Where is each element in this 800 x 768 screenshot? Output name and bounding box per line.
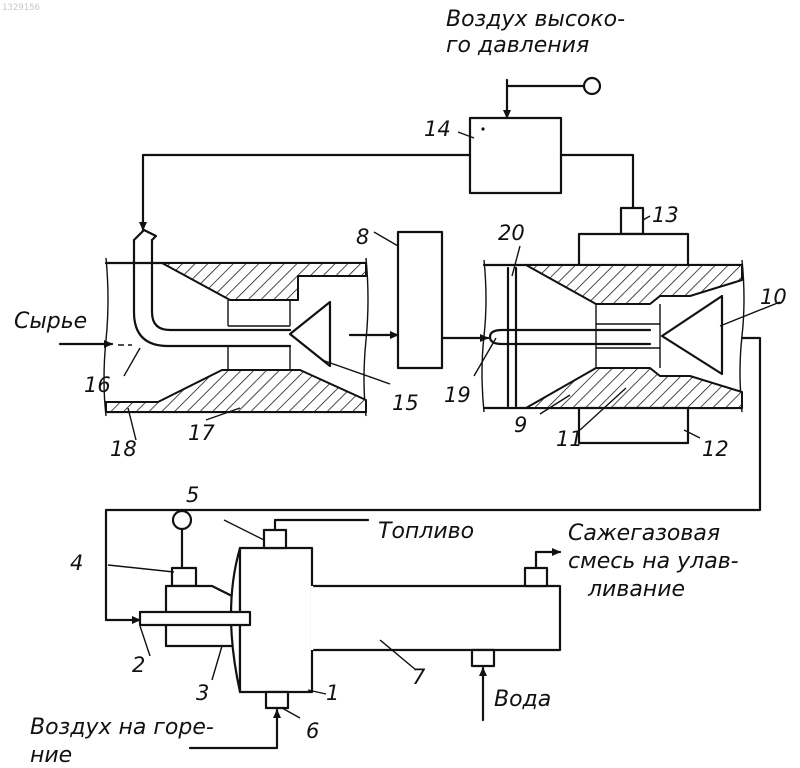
callout-1: 1	[326, 681, 339, 705]
callout-14: 14	[424, 117, 451, 141]
callout-8: 8	[356, 225, 369, 249]
callout-16: 16	[84, 373, 111, 397]
callout-2: 2	[132, 653, 145, 677]
callout-5: 5	[186, 483, 199, 507]
callout-9: 9	[514, 413, 527, 437]
label-soot-gas-line3: ливание	[587, 577, 685, 602]
unit-13-housing	[579, 234, 688, 266]
label-soot-gas-line2: смесь на улав-	[568, 549, 739, 574]
watermark-text: 1329156	[2, 3, 40, 13]
label-high-pressure-air-line1: Воздух высоко-	[446, 7, 625, 32]
callout-20: 20	[498, 221, 525, 245]
callout-10: 10	[760, 285, 787, 309]
air-supply-line	[507, 78, 600, 118]
label-combustion-air-line1: Воздух на горе-	[30, 715, 214, 740]
callout-13: 13	[652, 203, 679, 227]
label-fuel: Топливо	[378, 519, 474, 544]
callout-7: 7	[412, 665, 426, 689]
callout-11: 11	[556, 427, 583, 451]
label-feedstock: Сырье	[14, 309, 87, 334]
callout-4: 4	[70, 551, 83, 575]
unit-8-box	[398, 232, 442, 368]
unit-13-fitting	[621, 208, 643, 234]
right-reactor	[482, 260, 744, 412]
line-14-to-13	[561, 155, 633, 210]
callout-3: 3	[196, 681, 209, 705]
callout-15: 15	[392, 391, 419, 415]
label-water: Вода	[494, 687, 551, 712]
label-combustion-air-line2: ние	[30, 743, 72, 768]
callout-18: 18	[110, 437, 137, 461]
callout-12: 12	[702, 437, 729, 461]
label-soot-gas-line1: Сажегазовая	[568, 521, 720, 546]
bottom-reactor	[140, 511, 560, 748]
callout-6: 6	[306, 719, 319, 743]
label-high-pressure-air-line2: го давления	[446, 33, 589, 58]
unit-12-housing	[579, 408, 688, 443]
line-14-to-nozzle	[143, 155, 470, 230]
callout-19: 19	[444, 383, 471, 407]
callout-17: 17	[188, 421, 215, 445]
